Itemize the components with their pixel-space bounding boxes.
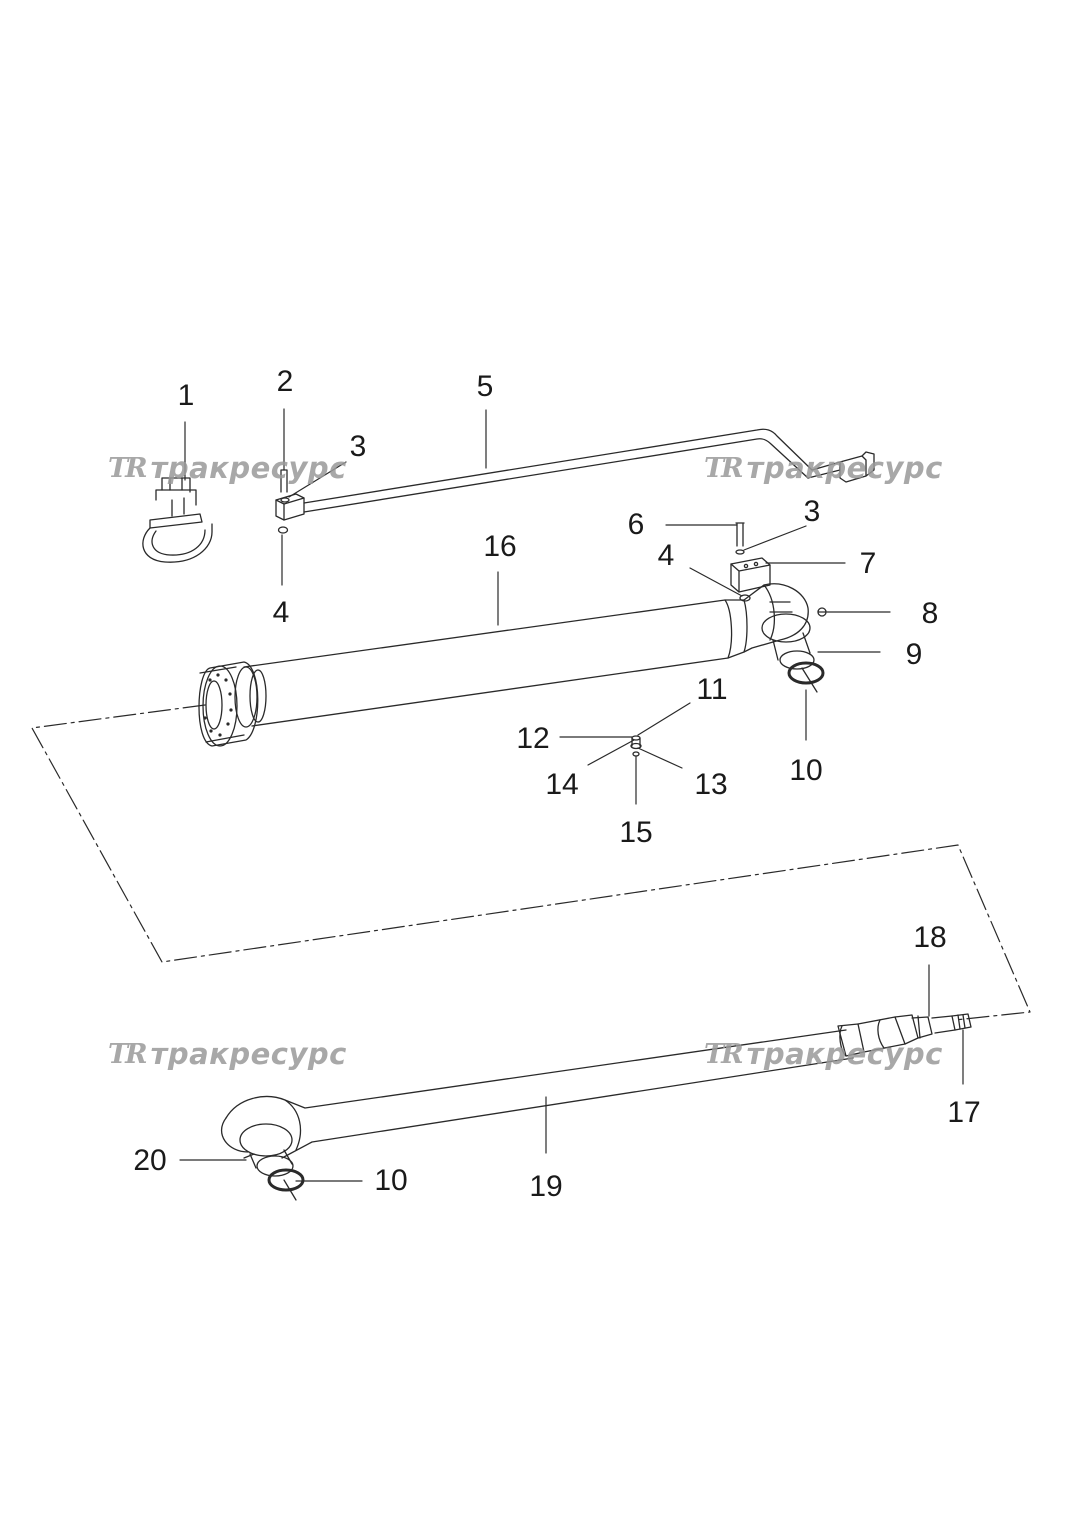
watermark-logo: TR bbox=[108, 453, 147, 484]
part-4-oring-right bbox=[739, 594, 751, 602]
watermark-logo: TR bbox=[704, 453, 743, 484]
watermark-bottom-right: TR тракресурс bbox=[704, 1040, 943, 1069]
callout-4-right: 4 bbox=[657, 539, 675, 572]
callout-12: 12 bbox=[516, 722, 550, 755]
watermark-text: тракресурс bbox=[746, 451, 943, 485]
callout-15: 15 bbox=[619, 816, 653, 849]
callout-17: 17 bbox=[947, 1096, 981, 1129]
watermark-logo: TR bbox=[108, 1039, 147, 1070]
watermark-top-left: TR тракресурс bbox=[108, 454, 347, 483]
watermark-text: тракресурс bbox=[150, 1037, 347, 1071]
callout-10-bottom: 10 bbox=[374, 1164, 408, 1197]
part-8-plug bbox=[817, 607, 827, 617]
callout-4-left: 4 bbox=[272, 596, 290, 629]
assembly-dash-dot-line bbox=[31, 704, 1031, 1021]
part-3-washer-right bbox=[735, 549, 745, 555]
part-4-oring-left bbox=[277, 526, 289, 534]
part-1-clamp bbox=[142, 477, 213, 563]
callout-11: 11 bbox=[696, 673, 728, 706]
callout-7: 7 bbox=[859, 547, 877, 580]
part-18-collar bbox=[917, 1015, 921, 1039]
part-7-block bbox=[730, 557, 771, 593]
callout-19: 19 bbox=[529, 1170, 563, 1203]
watermark-bottom-left: TR тракресурс bbox=[108, 1040, 347, 1069]
watermark-top-right: TR тракресурс bbox=[704, 454, 943, 483]
callout-3-right: 3 bbox=[803, 495, 821, 528]
part-19-piston-rod bbox=[220, 1014, 933, 1201]
callout-18: 18 bbox=[913, 921, 947, 954]
callout-1: 1 bbox=[177, 379, 195, 412]
leader-lines bbox=[179, 408, 964, 1182]
watermark-text: тракресурс bbox=[150, 451, 347, 485]
part-5-tube bbox=[275, 428, 875, 521]
part-11-15-fitting bbox=[630, 735, 642, 757]
callout-13: 13 bbox=[694, 768, 728, 801]
watermark-text: тракресурс bbox=[746, 1037, 943, 1071]
callout-9: 9 bbox=[905, 638, 923, 671]
callout-3-left: 3 bbox=[349, 430, 367, 463]
part-16-cylinder-barrel bbox=[198, 583, 825, 747]
callout-10-top: 10 bbox=[789, 754, 823, 787]
part-17-end-fitting bbox=[931, 1013, 972, 1034]
callout-2: 2 bbox=[276, 365, 294, 398]
callout-5: 5 bbox=[476, 370, 494, 403]
callout-6: 6 bbox=[627, 508, 645, 541]
part-3-washer-left bbox=[280, 497, 290, 503]
part-20-rod-eye bbox=[243, 1153, 255, 1159]
callout-14: 14 bbox=[545, 768, 579, 801]
part-6-bolt bbox=[735, 522, 745, 547]
watermark-logo: TR bbox=[704, 1039, 743, 1070]
callout-20: 20 bbox=[133, 1144, 167, 1177]
callout-16: 16 bbox=[483, 530, 517, 563]
callout-8: 8 bbox=[921, 597, 939, 630]
